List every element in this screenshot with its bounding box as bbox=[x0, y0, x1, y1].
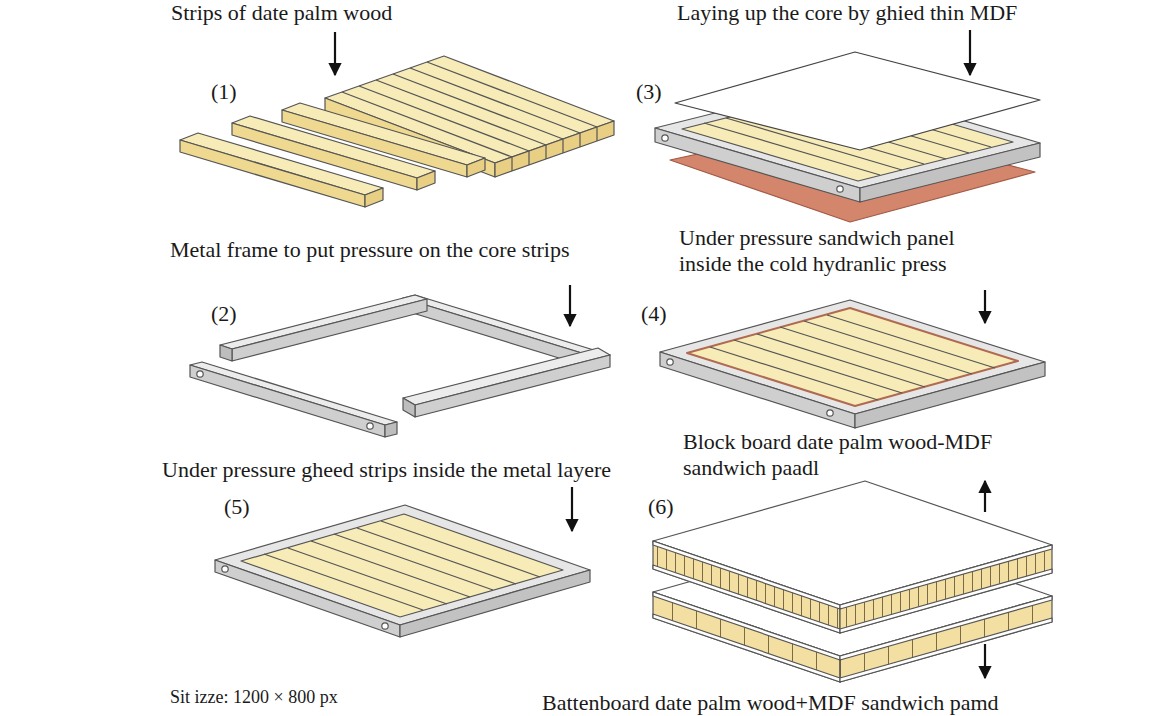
arrow bbox=[985, 481, 986, 678]
metal-frame bbox=[190, 295, 610, 437]
framed-strips-part bbox=[357, 528, 516, 584]
pressed-panel bbox=[660, 300, 1045, 428]
wood-strips-part bbox=[579, 133, 580, 147]
arrow-part bbox=[571, 487, 573, 531]
step-number: (1) bbox=[211, 79, 237, 105]
framed-strips-part bbox=[222, 566, 228, 572]
wood-strips-part bbox=[417, 171, 435, 190]
arrow-part bbox=[984, 290, 986, 323]
metal-frame-part bbox=[367, 423, 373, 429]
framed-strips-part bbox=[334, 534, 493, 590]
step-caption: Block board date palm wood-MDF sandwich … bbox=[683, 429, 1053, 481]
layup-assembly bbox=[655, 52, 1040, 222]
wood-strips-part bbox=[562, 139, 563, 153]
step-number: (2) bbox=[211, 301, 237, 327]
framed-strips-part bbox=[241, 514, 563, 617]
wood-strips-part bbox=[545, 145, 546, 159]
wood-strips-part bbox=[365, 188, 383, 207]
pressed-panel-part bbox=[757, 334, 925, 387]
sandwich-panels-part bbox=[840, 545, 1052, 633]
pressed-panel-part bbox=[780, 327, 948, 380]
metal-frame-part bbox=[232, 299, 427, 361]
wood-strips-part bbox=[393, 74, 563, 139]
arrow-part bbox=[969, 30, 971, 75]
step-number: (6) bbox=[648, 494, 674, 520]
pressed-panel-part bbox=[710, 347, 878, 400]
sandwich-panels bbox=[653, 481, 1052, 682]
arrow bbox=[572, 487, 573, 531]
arrow-part bbox=[984, 481, 986, 512]
sandwich-panels-part bbox=[653, 614, 840, 682]
wood-strips-part bbox=[427, 62, 597, 127]
sandwich-panels-part bbox=[653, 541, 840, 633]
wood-strips-part bbox=[596, 127, 597, 141]
step-number: (3) bbox=[636, 79, 662, 105]
wood-strips-part bbox=[511, 157, 512, 171]
arrow-part bbox=[569, 285, 571, 326]
pressed-panel-part bbox=[804, 321, 972, 374]
framed-strips-part bbox=[382, 623, 388, 629]
framed-strips-part bbox=[381, 521, 540, 577]
wood-strips-part bbox=[495, 121, 614, 177]
metal-frame-part bbox=[403, 295, 610, 358]
framed-strips bbox=[215, 505, 590, 637]
arrow bbox=[985, 290, 986, 323]
sandwich-panels-part bbox=[840, 569, 1052, 633]
metal-frame-part bbox=[403, 398, 415, 417]
arrow bbox=[970, 30, 971, 75]
wood-strips-part bbox=[410, 68, 580, 133]
arrow-part bbox=[984, 644, 986, 678]
layup-assembly-part bbox=[675, 52, 1040, 150]
sandwich-panels-part bbox=[840, 618, 1052, 682]
step-caption: Metal frame to put pressure on the core … bbox=[170, 237, 570, 263]
step-number: (5) bbox=[224, 494, 250, 520]
sandwich-panels-part bbox=[653, 565, 840, 633]
pressed-panel-part bbox=[667, 359, 673, 365]
metal-frame-part bbox=[190, 365, 385, 437]
wood-strips-part bbox=[180, 140, 365, 207]
layup-assembly-part bbox=[662, 135, 668, 141]
arrow bbox=[335, 32, 336, 75]
metal-frame-part bbox=[220, 295, 427, 349]
metal-frame-part bbox=[197, 371, 203, 377]
framed-strips-part bbox=[288, 548, 447, 604]
metal-frame-part bbox=[385, 422, 397, 437]
metal-frame-part bbox=[190, 362, 397, 425]
framed-strips-part bbox=[264, 554, 423, 610]
metal-frame-part bbox=[415, 355, 610, 417]
pressed-panel-part bbox=[660, 300, 1045, 414]
pressed-panel-part bbox=[827, 410, 833, 416]
arrow bbox=[570, 285, 571, 326]
framed-strips-part bbox=[215, 505, 590, 625]
arrow-part bbox=[334, 32, 336, 75]
pressed-panel-part bbox=[827, 315, 995, 368]
step-caption: Strips of date palm wood bbox=[171, 0, 392, 26]
step-caption: Laying up the core by ghied thin MDF bbox=[677, 0, 1017, 26]
step-caption: Battenboard date palm wood+MDF sandwich … bbox=[542, 690, 999, 716]
step-number: (4) bbox=[641, 301, 667, 327]
wood-strips bbox=[180, 56, 614, 207]
framed-strips-part bbox=[311, 541, 470, 597]
wood-strips-part bbox=[528, 151, 529, 165]
size-note: Sit izze: 1200 × 800 px bbox=[170, 686, 338, 708]
wood-strips-part bbox=[467, 158, 485, 177]
step-caption: Under pressure sandwich panel inside the… bbox=[679, 225, 1009, 277]
metal-frame-part bbox=[403, 348, 610, 405]
pressed-panel-part bbox=[687, 308, 1018, 406]
pressed-panel-part bbox=[734, 340, 902, 393]
metal-frame-part bbox=[220, 345, 232, 361]
layup-assembly-part bbox=[837, 186, 843, 192]
step-caption: Under pressure gheed strips inside the m… bbox=[162, 457, 611, 483]
wood-strips-part bbox=[180, 133, 383, 195]
